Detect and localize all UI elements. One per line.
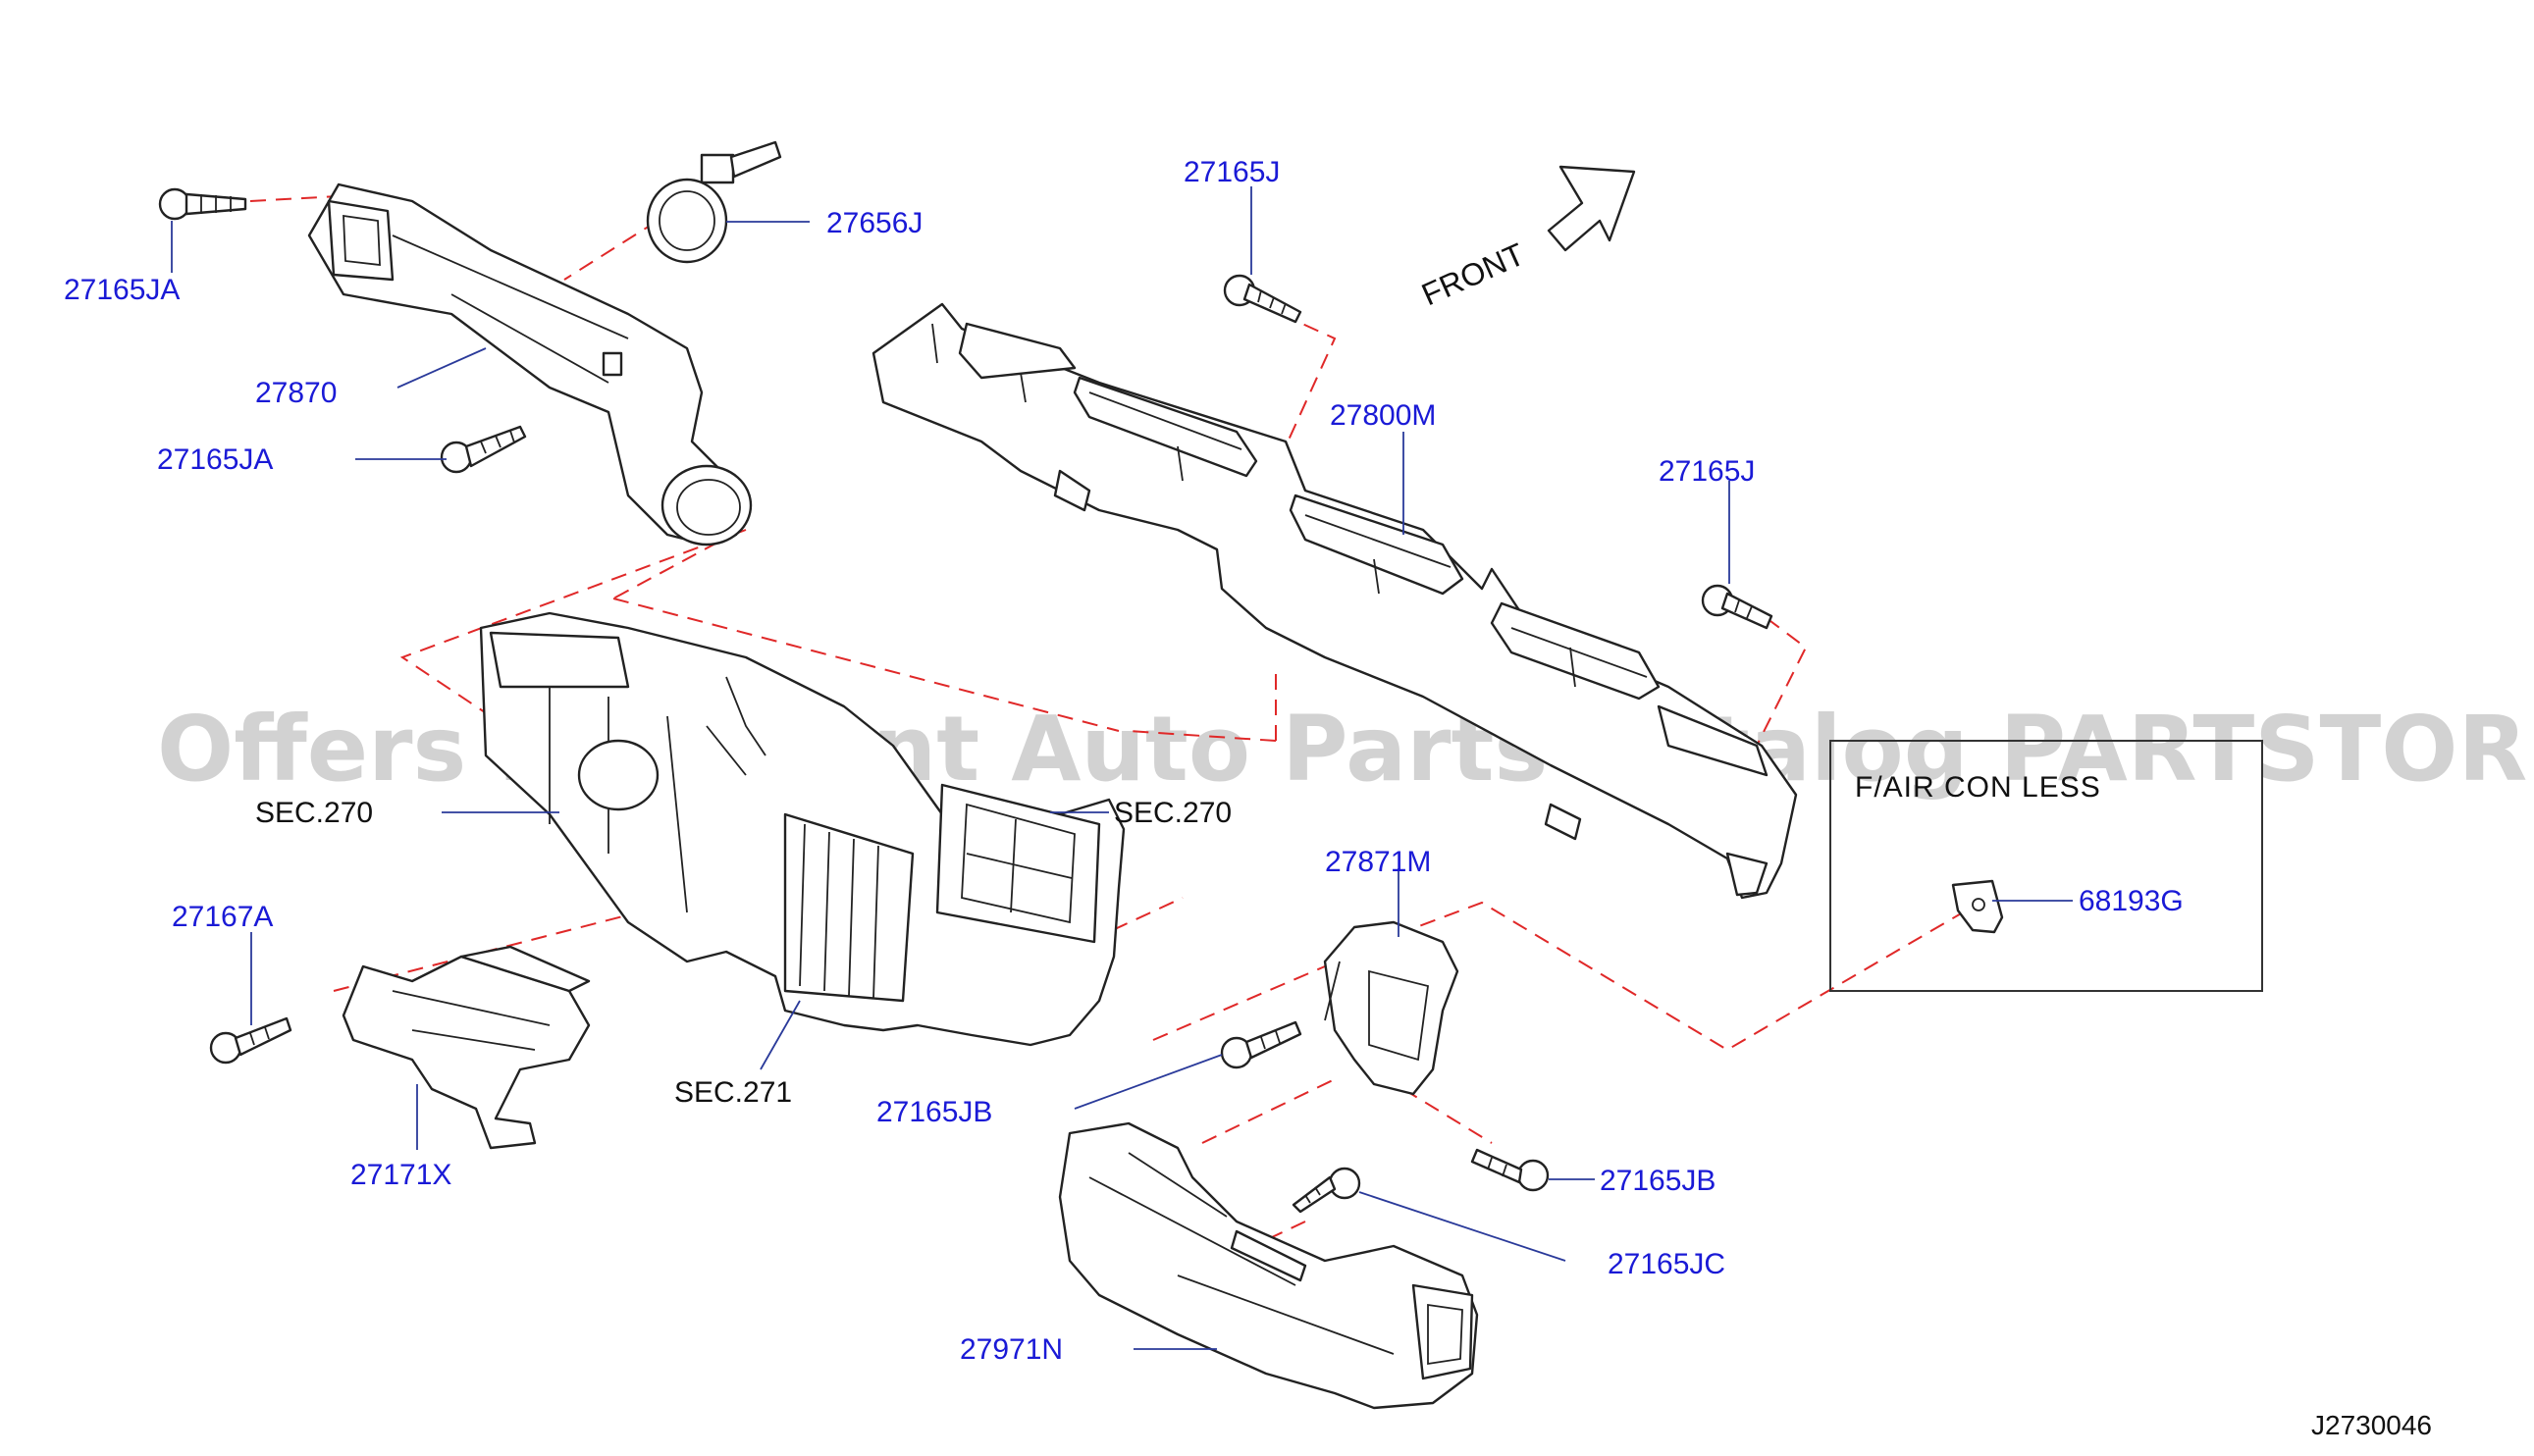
hvac-unit-drawing	[479, 611, 1126, 1047]
part-label-27171x[interactable]: 27171X	[350, 1159, 451, 1191]
screw-icon	[1701, 584, 1773, 630]
clip-68193g-drawing	[1951, 879, 2004, 934]
console-duct-27971n-drawing	[1058, 1121, 1479, 1410]
section-label-sec270-left[interactable]: SEC.270	[255, 797, 373, 829]
band-clamp-drawing	[646, 140, 782, 264]
front-arrow-icon	[1547, 165, 1636, 252]
part-label-27800m[interactable]: 27800M	[1330, 399, 1436, 432]
side-duct-27871m-drawing	[1323, 920, 1459, 1096]
screw-icon	[1470, 1148, 1550, 1192]
part-label-27656j[interactable]: 27656J	[826, 207, 923, 239]
screw-icon	[158, 187, 247, 221]
screw-icon	[1292, 1167, 1361, 1214]
duct-27870-drawing	[307, 182, 753, 546]
part-label-27165jb-left[interactable]: 27165JB	[876, 1096, 992, 1128]
part-label-27871m[interactable]: 27871M	[1325, 846, 1431, 878]
section-label-sec270-right[interactable]: SEC.270	[1114, 797, 1232, 829]
dash-duct-27800m-drawing	[871, 302, 1798, 900]
part-label-27165jb-right[interactable]: 27165JB	[1600, 1165, 1716, 1197]
section-label-sec271[interactable]: SEC.271	[674, 1076, 792, 1109]
part-label-27165jc[interactable]: 27165JC	[1608, 1248, 1725, 1280]
screw-icon	[1223, 274, 1302, 324]
leader-lines	[171, 186, 2073, 1350]
part-label-27165ja-lower[interactable]: 27165JA	[157, 443, 273, 476]
option-box	[1829, 740, 2263, 992]
part-label-27165j-top[interactable]: 27165J	[1184, 156, 1280, 188]
part-label-27167a[interactable]: 27167A	[172, 901, 273, 933]
screw-icon	[1220, 1020, 1302, 1069]
floor-duct-27171x-drawing	[342, 945, 591, 1150]
part-label-27971n[interactable]: 27971N	[960, 1333, 1063, 1366]
screw-icon	[440, 425, 527, 474]
part-label-27870[interactable]: 27870	[255, 377, 337, 409]
screw-icon	[209, 1016, 292, 1065]
part-label-27165ja[interactable]: 27165JA	[64, 274, 180, 306]
part-label-27165j-right[interactable]: 27165J	[1659, 455, 1755, 488]
option-box-title: F/AIR CON LESS	[1855, 771, 2101, 804]
front-direction-label: FRONT	[1416, 236, 1529, 313]
diagram-code: J2730046	[2311, 1410, 2432, 1440]
part-label-68193g[interactable]: 68193G	[2079, 885, 2184, 917]
